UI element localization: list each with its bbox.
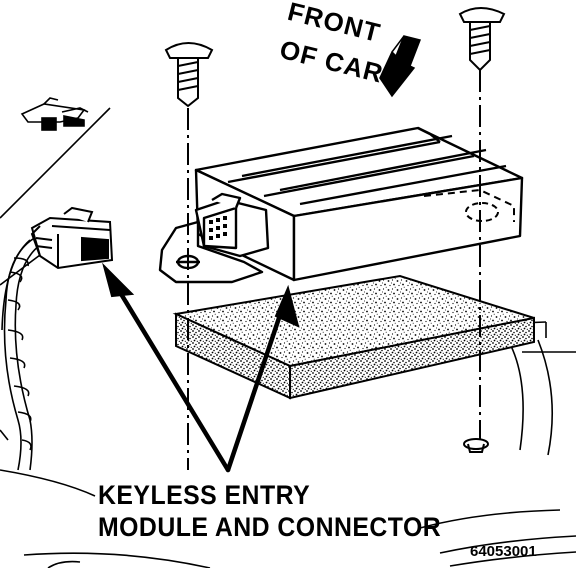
- keyless-entry-module: [158, 126, 524, 284]
- screw-center-lines: [187, 70, 481, 470]
- direction-arrow-icon: [379, 35, 422, 98]
- mounting-stud: [463, 438, 489, 453]
- figure-number: 64053001: [470, 543, 537, 560]
- callout-leader-arrows: [112, 281, 286, 473]
- harness-connector: [30, 206, 114, 270]
- callout-label-line2: MODULE AND CONNECTOR: [98, 512, 442, 542]
- callout-label-line1: KEYLESS ENTRY: [98, 480, 311, 510]
- screw-icon: [164, 42, 214, 108]
- wire-harness: [1, 234, 41, 471]
- leader-arrowheads: [102, 262, 300, 328]
- screw-icon: [458, 7, 506, 72]
- retaining-clip-icon: [20, 97, 89, 131]
